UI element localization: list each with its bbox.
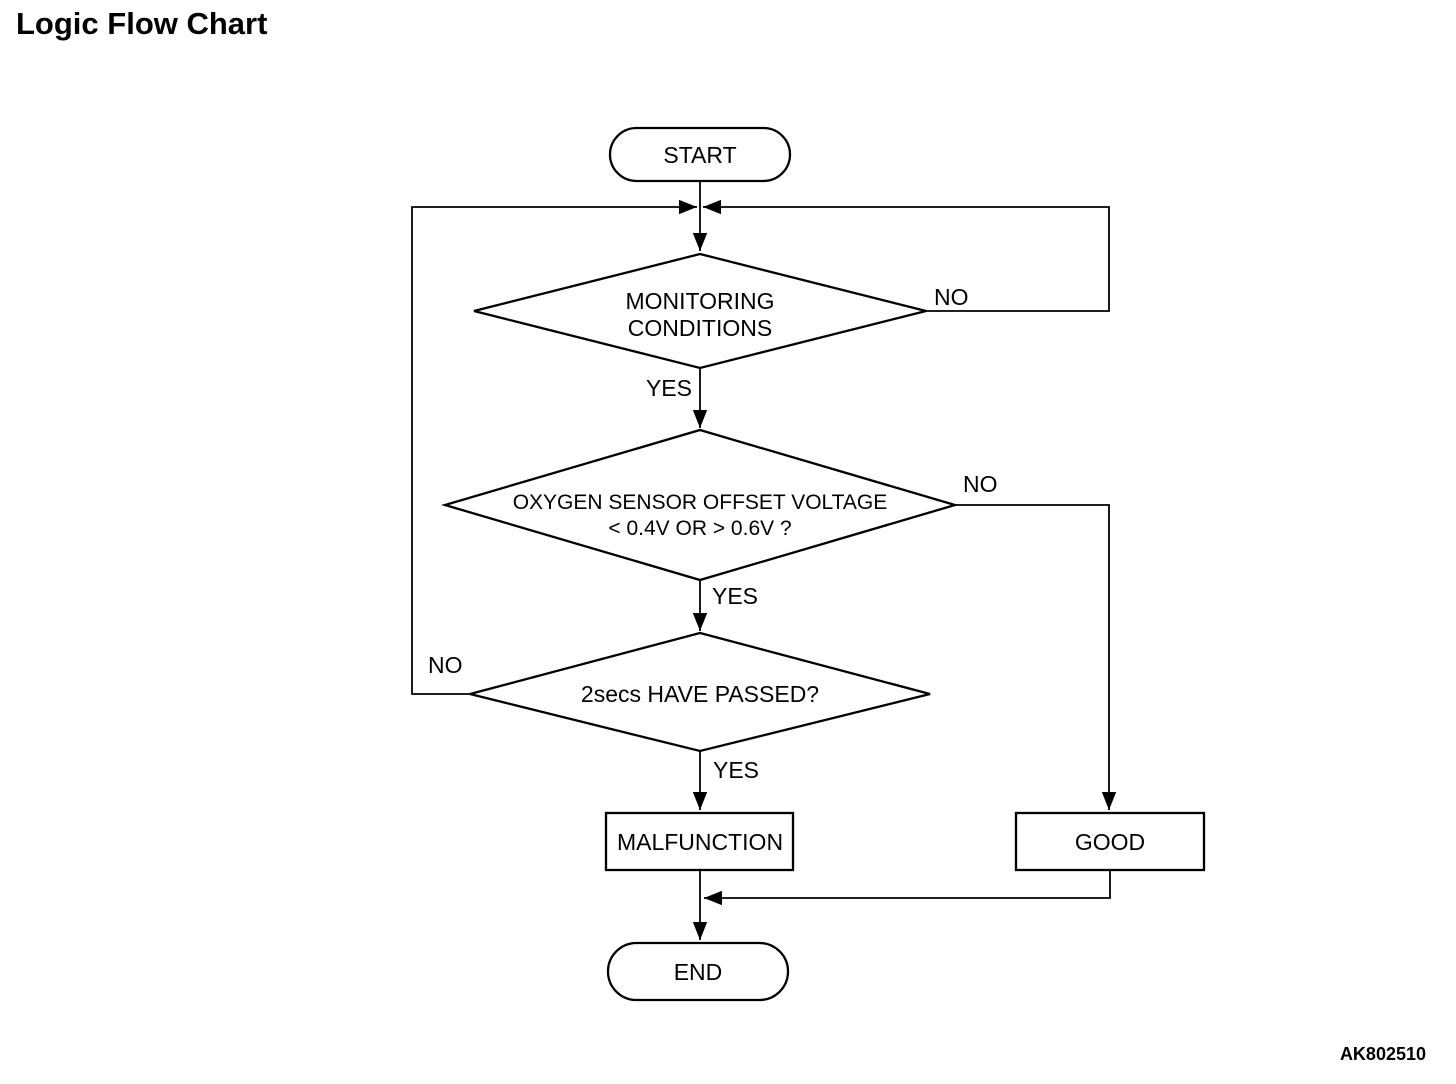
monitoring-yes-label: YES xyxy=(646,375,692,401)
malfunction-node-label: MALFUNCTION xyxy=(617,829,783,855)
monitoring-conditions-label-line1: MONITORING xyxy=(625,288,774,314)
oxygen-sensor-offset-label-line2: < 0.4V OR > 0.6V ? xyxy=(608,517,791,540)
two-secs-passed-diamond xyxy=(469,631,931,753)
monitoring-conditions-diamond xyxy=(473,252,927,370)
oxygen-sensor-offset-diamond xyxy=(440,428,960,582)
monitoring-no-label: NO xyxy=(934,284,969,310)
edge-two-secs-no-loop xyxy=(411,199,697,695)
good-node-shape xyxy=(1014,811,1206,872)
edge-oxygen-no-to-good xyxy=(955,504,1117,810)
page-title: Logic Flow Chart xyxy=(16,6,268,41)
two-secs-yes-label: YES xyxy=(713,757,759,783)
oxygen-sensor-offset-label-line1: OXYGEN SENSOR OFFSET VOLTAGE xyxy=(513,491,888,514)
oxygen-yes-label: YES xyxy=(712,583,758,609)
edge-good-to-merge xyxy=(704,870,1111,906)
figure-code: AK802510 xyxy=(1339,1044,1426,1064)
edge-monitoring-no-loop xyxy=(703,199,1110,312)
oxygen-no-label: NO xyxy=(963,471,998,497)
start-node-shape xyxy=(608,126,792,183)
start-node-label: START xyxy=(663,142,736,168)
end-node-shape xyxy=(606,941,790,1002)
malfunction-node-shape xyxy=(604,811,795,872)
monitoring-conditions-label-line2: CONDITIONS xyxy=(628,315,772,341)
two-secs-no-label: NO xyxy=(428,652,463,678)
good-node-label: GOOD xyxy=(1075,829,1145,855)
end-node-label: END xyxy=(674,959,723,985)
two-secs-passed-label: 2secs HAVE PASSED? xyxy=(581,681,819,707)
